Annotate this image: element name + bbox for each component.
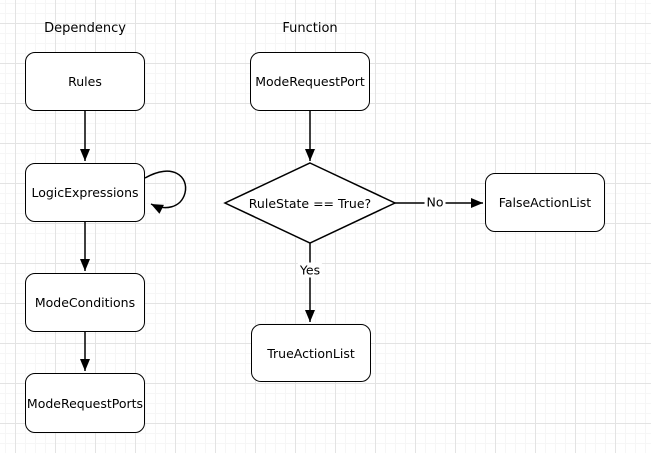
edge-logicexpressions-self-loop[interactable] (144, 170, 187, 214)
node-mode-request-port[interactable]: ModeRequestPort (250, 52, 370, 111)
dependency-column-title[interactable]: Dependency (44, 21, 126, 36)
node-false-action-list[interactable]: FalseActionList (485, 173, 605, 232)
node-rules[interactable]: Rules (25, 52, 145, 111)
node-logic-expressions-label: LogicExpressions (31, 185, 139, 200)
node-decision-shape[interactable] (223, 162, 397, 244)
node-mode-conditions-label: ModeConditions (34, 295, 136, 310)
node-mode-request-port-label: ModeRequestPort (255, 74, 365, 89)
edge-label-yes[interactable]: Yes (297, 262, 323, 278)
function-column-title[interactable]: Function (282, 21, 338, 36)
node-true-action-list[interactable]: TrueActionList (251, 324, 371, 382)
node-mode-request-ports-label: ModeRequestPorts (26, 395, 144, 411)
node-mode-conditions[interactable]: ModeConditions (25, 273, 145, 332)
edge-label-no[interactable]: No (424, 194, 446, 210)
node-false-action-list-label: FalseActionList (498, 195, 592, 210)
node-rules-label: Rules (68, 74, 102, 89)
node-true-action-list-label: TrueActionList (267, 345, 355, 361)
node-logic-expressions[interactable]: LogicExpressions (25, 163, 145, 222)
node-mode-request-ports[interactable]: ModeRequestPorts (25, 373, 145, 433)
